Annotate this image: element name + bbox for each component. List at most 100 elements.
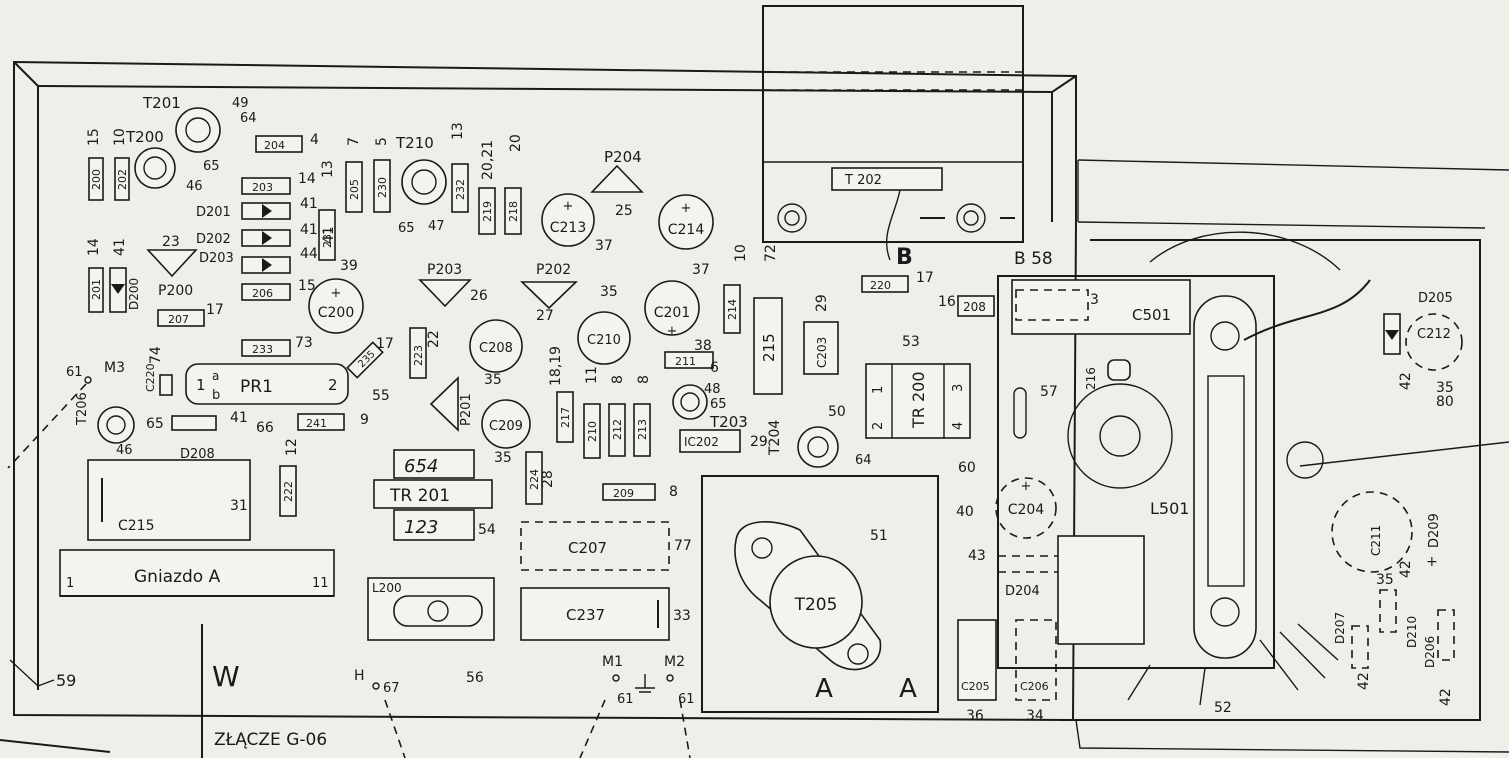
svg-text:C209: C209 xyxy=(489,419,523,434)
svg-text:35: 35 xyxy=(494,450,512,466)
svg-text:42: 42 xyxy=(1438,688,1454,706)
svg-text:9: 9 xyxy=(360,412,369,428)
svg-text:212: 212 xyxy=(611,419,624,440)
svg-text:C207: C207 xyxy=(568,539,607,557)
svg-text:7: 7 xyxy=(346,137,362,146)
svg-text:D206: D206 xyxy=(1423,636,1437,668)
svg-text:4: 4 xyxy=(951,422,966,430)
svg-text:73: 73 xyxy=(295,335,313,351)
svg-text:28: 28 xyxy=(540,470,556,488)
svg-text:54: 54 xyxy=(478,522,496,538)
svg-text:50: 50 xyxy=(828,404,846,420)
svg-text:654: 654 xyxy=(404,456,438,477)
svg-text:230: 230 xyxy=(376,177,389,198)
svg-text:123: 123 xyxy=(404,517,438,538)
svg-text:208: 208 xyxy=(963,300,986,314)
svg-text:3: 3 xyxy=(951,384,966,392)
svg-text:53: 53 xyxy=(902,334,920,350)
svg-text:PR1: PR1 xyxy=(240,377,273,397)
svg-text:80: 80 xyxy=(1436,394,1454,410)
resistors-horizontal: 204 203 206 207 233 241 211 209 220 208 … xyxy=(157,135,995,501)
transistor-t206: T206 46 xyxy=(75,392,135,458)
svg-text:37: 37 xyxy=(692,262,710,278)
svg-text:35: 35 xyxy=(1376,572,1394,588)
svg-text:C201: C201 xyxy=(654,305,691,321)
label-t200: T200 xyxy=(125,128,164,146)
svg-text:35: 35 xyxy=(600,284,618,300)
svg-text:224: 224 xyxy=(528,469,541,490)
svg-text:C501: C501 xyxy=(1132,306,1171,324)
svg-text:1: 1 xyxy=(871,386,886,394)
connector-pin-last: 11 xyxy=(312,576,329,591)
numeric-callouts: 15 10 14 41 4 7 5 13 20,21 20 14 414144 … xyxy=(86,122,1454,724)
svg-text:P200: P200 xyxy=(158,283,193,299)
svg-text:L200: L200 xyxy=(372,581,402,595)
svg-text:C210: C210 xyxy=(587,333,621,348)
svg-text:M2: M2 xyxy=(664,654,685,670)
svg-text:C215: C215 xyxy=(118,518,155,534)
svg-text:72: 72 xyxy=(763,244,779,262)
svg-text:218: 218 xyxy=(507,201,520,222)
svg-text:44: 44 xyxy=(300,246,318,262)
svg-text:10: 10 xyxy=(112,128,128,146)
svg-text:C200: C200 xyxy=(318,305,355,321)
svg-text:17: 17 xyxy=(206,302,224,318)
capacitors-rect: C215 C220 C203 C207 C237 IC202 C501 C205… xyxy=(87,279,1191,701)
svg-text:20: 20 xyxy=(508,134,524,152)
svg-text:42: 42 xyxy=(1398,560,1414,578)
svg-text:C204: C204 xyxy=(1008,502,1045,518)
svg-text:6: 6 xyxy=(710,360,719,376)
transformer-tr200: 1 2 TR 200 3 4 xyxy=(865,363,971,439)
svg-text:18,19: 18,19 xyxy=(548,346,564,386)
svg-text:5: 5 xyxy=(374,137,390,146)
svg-text:65: 65 xyxy=(398,221,415,236)
svg-text:46: 46 xyxy=(116,443,133,458)
svg-text:41: 41 xyxy=(230,410,248,426)
svg-text:215: 215 xyxy=(760,333,778,362)
svg-text:52: 52 xyxy=(1214,700,1232,716)
svg-text:222: 222 xyxy=(282,481,295,502)
power-transistor-t205: T205 A A xyxy=(701,475,939,713)
svg-text:C211: C211 xyxy=(1369,525,1383,556)
svg-text:C237: C237 xyxy=(566,606,605,624)
svg-text:41: 41 xyxy=(112,238,128,256)
svg-text:C212: C212 xyxy=(1417,327,1451,342)
svg-text:38: 38 xyxy=(694,338,712,354)
svg-text:D201: D201 xyxy=(196,205,231,220)
svg-text:231: 231 xyxy=(321,227,334,248)
svg-text:20,21: 20,21 xyxy=(480,140,496,180)
region-w: W xyxy=(212,660,240,693)
svg-text:47: 47 xyxy=(428,219,445,234)
svg-text:C213: C213 xyxy=(550,220,587,236)
label-t204: T204 xyxy=(767,420,783,456)
gniazdo-a-connector: 1 Gniazdo A 11 xyxy=(59,549,335,597)
svg-text:65: 65 xyxy=(146,416,164,432)
label-t202: T 202 xyxy=(844,173,882,188)
board-outline xyxy=(0,60,1509,753)
svg-text:41: 41 xyxy=(300,222,318,238)
svg-text:223: 223 xyxy=(412,345,425,366)
label-t206: T206 xyxy=(75,392,90,426)
svg-text:56: 56 xyxy=(466,670,484,686)
svg-text:241: 241 xyxy=(306,417,327,430)
svg-text:C214: C214 xyxy=(668,222,705,238)
svg-text:55: 55 xyxy=(372,388,390,404)
svg-text:48: 48 xyxy=(704,382,721,397)
svg-text:8: 8 xyxy=(610,375,626,384)
svg-text:217: 217 xyxy=(559,407,572,428)
svg-text:b: b xyxy=(212,388,220,403)
svg-text:D208: D208 xyxy=(180,447,215,462)
svg-text:C203: C203 xyxy=(815,337,829,368)
svg-text:40: 40 xyxy=(956,504,974,520)
svg-text:203: 203 xyxy=(252,181,273,194)
svg-text:61: 61 xyxy=(678,692,695,707)
svg-text:36: 36 xyxy=(966,708,984,724)
svg-text:29: 29 xyxy=(814,294,830,312)
svg-text:41: 41 xyxy=(321,226,337,244)
svg-text:IC202: IC202 xyxy=(684,435,719,449)
svg-text:67: 67 xyxy=(383,681,400,696)
svg-text:C206: C206 xyxy=(1020,680,1049,693)
